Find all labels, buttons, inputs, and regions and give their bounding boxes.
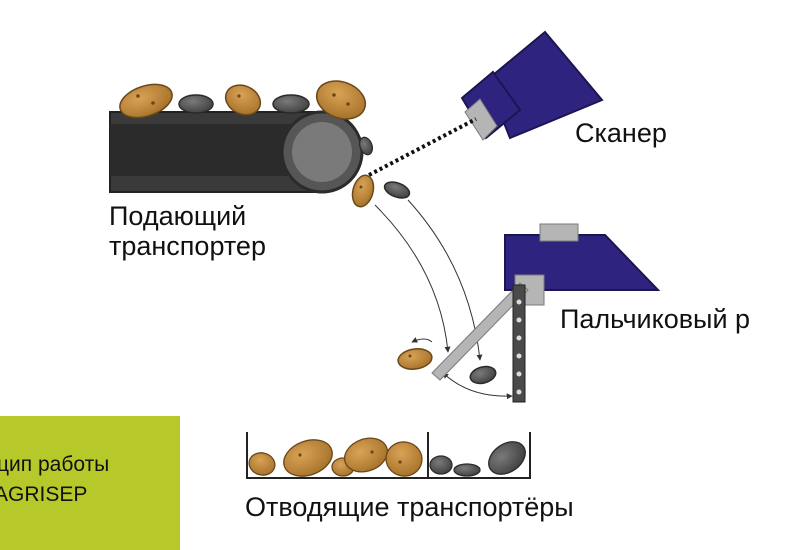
falling-stone — [383, 181, 411, 199]
separated-stone — [469, 365, 497, 385]
feed-conveyor — [109, 110, 364, 194]
discharge-conveyors — [246, 432, 531, 479]
separated-potato — [397, 348, 433, 370]
potato-trajectory-arrow — [374, 204, 451, 353]
falling-potato — [351, 174, 375, 208]
scanner — [460, 30, 604, 141]
info-box-line2: AGRISEP — [0, 483, 88, 506]
finger-swing-arrow — [442, 372, 513, 400]
scan-beam — [368, 117, 477, 177]
potato-return-arrow — [411, 337, 433, 343]
finger-separator — [431, 223, 661, 403]
potato-icon — [224, 84, 262, 116]
scanner-label: Сканер — [575, 118, 667, 148]
finger-separator-label: Пальчиковый р — [560, 304, 751, 334]
info-box-line1: цип работы — [0, 453, 110, 476]
feed-conveyor-label-line1: Подающий — [109, 201, 247, 231]
feed-conveyor-label-line2: транспортер — [109, 231, 266, 261]
stone-icon — [358, 136, 374, 156]
discharge-conveyors-label: Отводящие транспортёры — [245, 492, 574, 522]
stone-icon — [272, 94, 310, 114]
potato-icon — [119, 83, 173, 119]
stone-icon — [178, 94, 214, 114]
info-box: цип работы AGRISEP — [0, 416, 180, 550]
potato-icon — [315, 80, 367, 120]
feed-items — [119, 80, 374, 156]
